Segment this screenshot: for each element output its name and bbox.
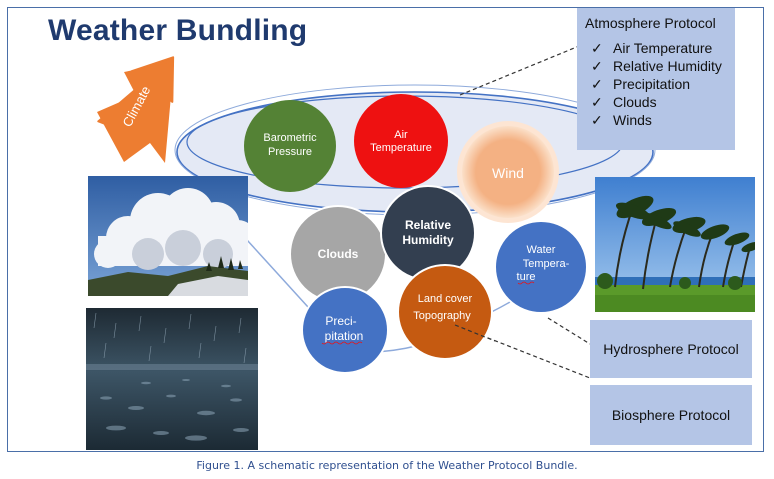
relative-humidity-label-2: Humidity	[402, 233, 454, 247]
figure-caption: Figure 1. A schematic representation of …	[196, 459, 578, 472]
land-cover-label: Land cover	[418, 293, 473, 305]
precipitation-circle	[301, 286, 389, 374]
climate-arrow-body	[97, 62, 174, 163]
topography-label: Topography	[413, 310, 471, 322]
land-cover-circle	[397, 264, 493, 360]
atmosphere-pointer-line	[459, 43, 585, 96]
checkmark-icon: ✓	[591, 94, 603, 110]
water-temperature-label-3: ture	[517, 271, 536, 283]
hydrosphere-protocol-box: Hydrosphere Protocol	[590, 320, 752, 378]
water-temperature-label-2: Tempera-	[523, 258, 570, 270]
water-temperature-label-1: Water	[527, 244, 556, 256]
checkmark-icon: ✓	[591, 58, 603, 74]
atmosphere-protocol-title: Atmosphere Protocol	[585, 15, 716, 31]
checkmark-icon: ✓	[591, 76, 603, 92]
barometric-pressure-circle	[244, 100, 336, 192]
atmosphere-item: ✓Clouds	[591, 94, 657, 110]
hydrosphere-pointer-line	[547, 317, 591, 345]
atmosphere-protocol-box: Atmosphere Protocol ✓Air Temperature ✓Re…	[577, 8, 735, 150]
biosphere-protocol-box: Biosphere Protocol	[590, 385, 752, 445]
clouds-photo	[88, 176, 248, 296]
atmosphere-item: ✓Winds	[591, 112, 652, 128]
wind-label: Wind	[492, 165, 524, 181]
wind-circle	[462, 126, 554, 218]
page-title: Weather Bundling	[48, 14, 308, 47]
atmosphere-item: ✓Relative Humidity	[591, 58, 722, 74]
atmosphere-item: ✓Precipitation	[591, 76, 691, 92]
checkmark-icon: ✓	[591, 40, 603, 56]
rain-photo	[86, 308, 258, 450]
clouds-label: Clouds	[318, 247, 359, 261]
biosphere-pointer-line-top	[454, 324, 496, 342]
precipitation-label-1: Preci-	[325, 314, 356, 328]
precip-to-clouds-photo-line	[246, 239, 319, 319]
atmosphere-item: ✓Air Temperature	[591, 40, 713, 56]
atmosphere-protocol-list: ✓Air Temperature ✓Relative Humidity ✓Pre…	[585, 39, 727, 129]
palm-trees-photo	[595, 177, 755, 312]
air-temperature-label-2: Temperature	[370, 142, 432, 154]
water-temperature-circle	[494, 220, 588, 314]
air-temperature-label-1: Air	[394, 129, 408, 141]
precipitation-spell-squiggle	[321, 341, 363, 345]
precipitation-label-2: pitation	[325, 329, 364, 343]
water-temperature-spell-squiggle	[517, 281, 535, 285]
barometric-pressure-label-2: Pressure	[268, 146, 312, 158]
air-temperature-circle	[354, 94, 448, 188]
relative-humidity-label-1: Relative	[405, 218, 451, 232]
barometric-pressure-label-1: Barometric	[263, 132, 317, 144]
checkmark-icon: ✓	[591, 112, 603, 128]
